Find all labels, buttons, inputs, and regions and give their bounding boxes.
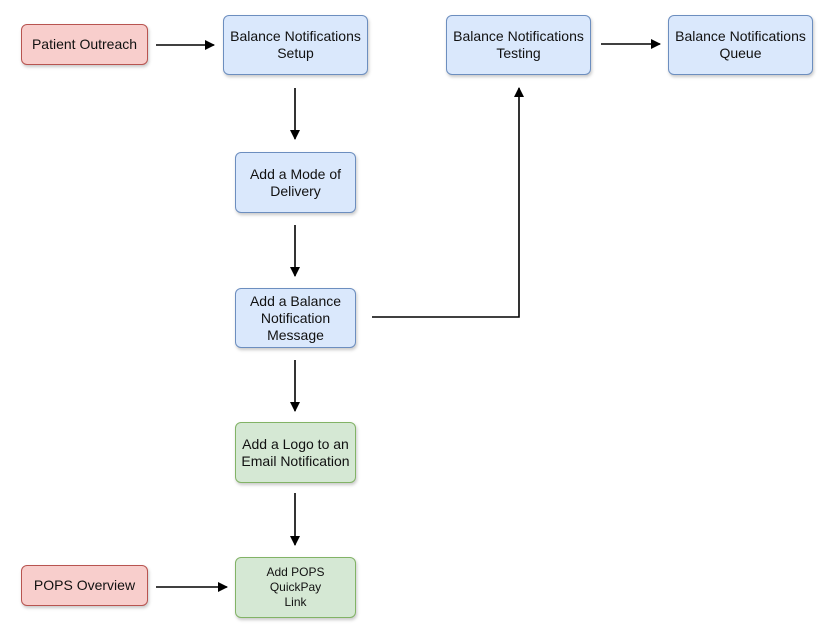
edge-message-to-testing [372, 87, 524, 318]
node-balance-notifications-queue[interactable]: Balance Notifications Queue [668, 15, 813, 75]
node-add-mode-of-delivery[interactable]: Add a Mode of Delivery [235, 152, 356, 213]
node-patient-outreach[interactable]: Patient Outreach [21, 24, 148, 65]
node-add-balance-notification-message[interactable]: Add a Balance Notification Message [235, 288, 356, 348]
node-balance-notifications-setup[interactable]: Balance Notifications Setup [223, 15, 368, 75]
node-pops-overview[interactable]: POPS Overview [21, 565, 148, 606]
node-balance-notifications-testing[interactable]: Balance Notifications Testing [446, 15, 591, 75]
node-add-pops-quickpay-link[interactable]: Add POPS QuickPay Link [235, 557, 356, 618]
node-add-logo-email-notification[interactable]: Add a Logo to an Email Notification [235, 422, 356, 483]
